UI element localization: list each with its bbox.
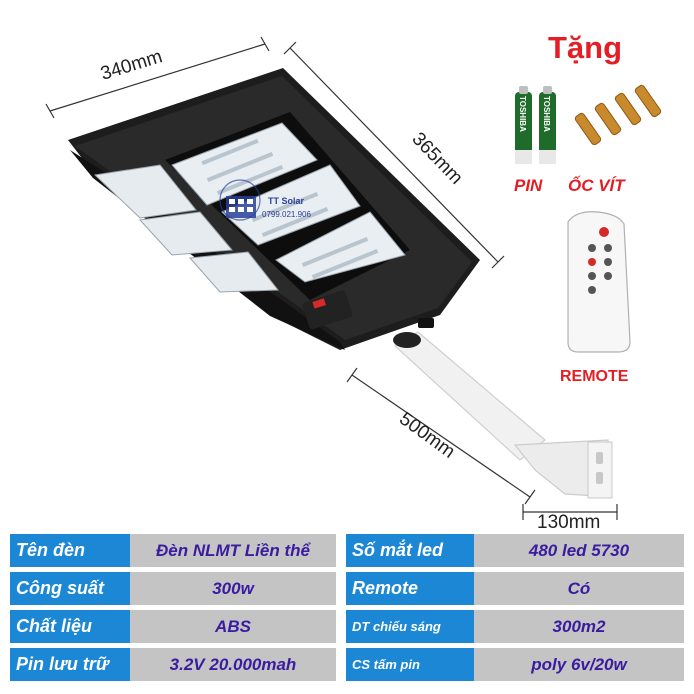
battery-label: PIN	[514, 176, 543, 195]
screw-icon	[574, 84, 662, 146]
gift-title: Tặng	[548, 30, 623, 65]
spec-value-panel: poly 6v/20w	[474, 648, 684, 681]
battery-icon	[515, 86, 556, 164]
screw-label: ỐC VÍT	[568, 176, 625, 195]
battery-brand-1: TOSHIBA	[518, 96, 527, 132]
brand-phone: 0799.021.906	[262, 210, 311, 219]
spec-label-panel: CS tấm pin	[346, 648, 474, 681]
spec-label-area: DT chiếu sáng	[346, 610, 474, 643]
spec-value-material: ABS	[130, 610, 336, 643]
spec-label-led: Số mắt led	[346, 534, 474, 567]
spec-label-remote: Remote	[346, 572, 474, 605]
street-light-drawing	[45, 36, 662, 520]
spec-label-name: Tên đèn	[10, 534, 130, 567]
pole-arm	[393, 331, 613, 499]
bracket-dimension: 130mm	[537, 512, 601, 533]
spec-value-battery: 3.2V 20.000mah	[130, 648, 336, 681]
dimension-lines	[45, 36, 618, 520]
spec-value-name: Đèn NLMT Liền thể	[130, 534, 336, 567]
spec-label-power: Công suất	[10, 572, 130, 605]
spec-value-remote: Có	[474, 572, 684, 605]
product-illustration: 340mm 365mm 500mm 130mm Tặng PIN ỐC VÍT …	[45, 30, 662, 533]
remote-icon	[567, 211, 631, 353]
remote-label: REMOTE	[560, 368, 629, 385]
spec-label-material: Chất liệu	[10, 610, 130, 643]
spec-value-area: 300m2	[474, 610, 684, 643]
spec-value-power: 300w	[130, 572, 336, 605]
spec-label-battery: Pin lưu trữ	[10, 648, 130, 681]
sensor-box	[302, 290, 434, 330]
battery-brand-2: TOSHIBA	[542, 96, 551, 132]
brand-logo	[219, 179, 261, 221]
led-panels	[93, 122, 406, 293]
spec-table: Tên đèn Đèn NLMT Liền thể Số mắt led 480…	[10, 534, 684, 690]
brand-name: TT Solar	[268, 196, 305, 206]
spec-value-led: 480 led 5730	[474, 534, 684, 567]
